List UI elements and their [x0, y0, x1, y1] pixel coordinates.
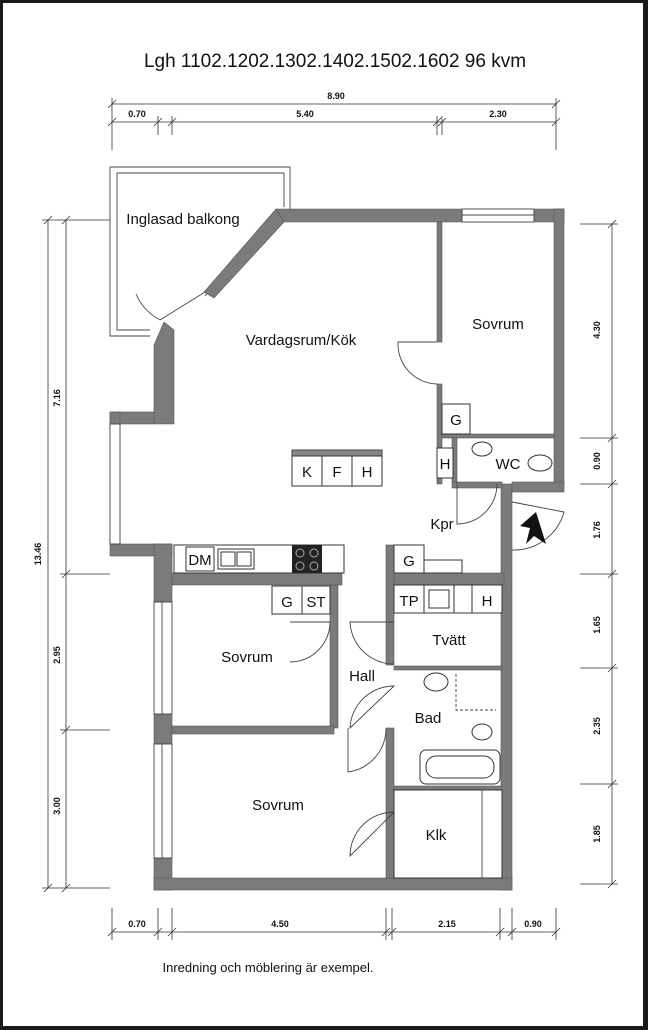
plan-title: Lgh 1102.1202.1302.1402.1502.1602 96 kvm	[144, 51, 526, 72]
bottom-dimensions: 0.70 4.50 2.15 0.90	[107, 908, 561, 940]
dim-top-2: 5.40	[296, 109, 314, 119]
room-bedroom-w: Sovrum	[221, 649, 273, 666]
left-dimensions: 13.46 7.16 2.95 3.00	[33, 215, 110, 893]
dim-left-1: 7.16	[52, 389, 62, 407]
dim-right-5: 2.35	[592, 717, 602, 735]
dim-left-2: 2.95	[52, 646, 62, 664]
dim-right-2: 0.90	[592, 452, 602, 470]
balcony-railing	[109, 166, 291, 337]
dim-right-3: 1.76	[592, 521, 602, 539]
room-wc: WC	[496, 456, 521, 473]
laundry-fixtures: TP H	[393, 584, 503, 614]
bath-sink-icon	[423, 672, 449, 692]
fixture-g-w: G	[281, 594, 293, 611]
dim-top-1: 0.70	[128, 109, 146, 119]
footnote: Inredning och möblering är exempel.	[162, 960, 373, 975]
room-bedroom-ne: Sovrum	[472, 316, 524, 333]
dim-top-total: 8.90	[327, 91, 345, 101]
bathroom-fixtures	[419, 672, 501, 785]
dim-right-1: 4.30	[592, 321, 602, 339]
dim-left-total: 13.46	[33, 543, 43, 566]
fixture-f: F	[332, 464, 341, 481]
kitchen-counter: DM	[173, 544, 345, 574]
windows	[109, 208, 535, 859]
dim-bottom-1: 0.70	[128, 919, 146, 929]
fixture-dm: DM	[188, 552, 211, 569]
fixture-h-wc: H	[440, 456, 451, 473]
fixture-g-ne: G	[450, 412, 462, 429]
wc-sink-icon	[471, 441, 493, 457]
dim-top-3: 2.30	[489, 109, 507, 119]
room-balcony: Inglasad balkong	[126, 211, 239, 228]
fixture-st: ST	[306, 594, 325, 611]
fixture-h-island: H	[362, 464, 373, 481]
top-dimensions: 8.90 0.70 5.40 2.30	[107, 91, 561, 150]
room-kpr: Kpr	[430, 516, 453, 533]
entrance-arrow-icon	[520, 512, 546, 544]
fixture-k: K	[302, 464, 312, 481]
right-dimensions: 4.30 0.90 1.76 1.65 2.35 1.85	[580, 219, 618, 889]
room-living: Vardagsrum/Kök	[246, 332, 357, 349]
dim-left-3: 3.00	[52, 797, 62, 815]
kitchen-island: K F H	[291, 449, 383, 487]
dim-bottom-2: 4.50	[271, 919, 289, 929]
room-closet: Klk	[426, 827, 447, 844]
room-bedroom-sw: Sovrum	[252, 797, 304, 814]
doors	[135, 291, 565, 858]
fixture-h-laundry: H	[482, 593, 493, 610]
toilet-icon	[527, 454, 553, 472]
room-bath: Bad	[415, 710, 442, 727]
fixture-g-kpr: G	[403, 553, 415, 570]
room-laundry: Tvätt	[432, 632, 466, 649]
dim-right-4: 1.65	[592, 616, 602, 634]
room-hall: Hall	[349, 668, 375, 685]
fixture-tp: TP	[399, 593, 418, 610]
bath-toilet-icon	[471, 723, 493, 741]
dim-right-6: 1.85	[592, 825, 602, 843]
dim-bottom-4: 0.90	[524, 919, 542, 929]
dim-bottom-3: 2.15	[438, 919, 456, 929]
